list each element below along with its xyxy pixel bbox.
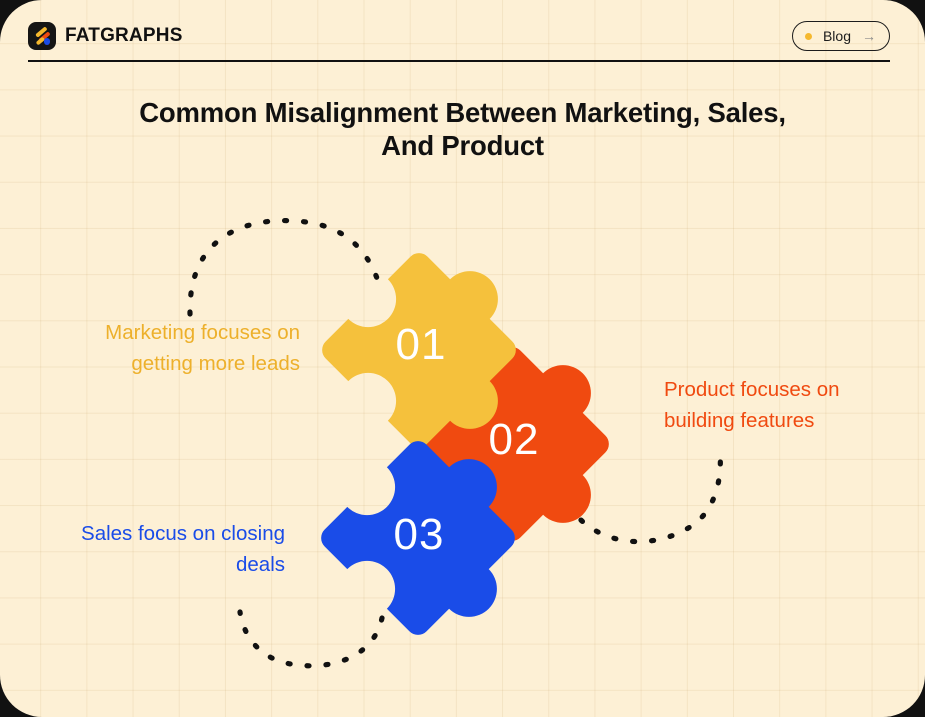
brand: FATGRAPHS — [28, 22, 183, 50]
blog-button-label: Blog — [822, 28, 851, 44]
caption-sales: Sales focus on closing deals — [81, 522, 285, 577]
caption-product: Product focuses on building features — [664, 378, 840, 433]
brand-name: FATGRAPHS — [65, 25, 183, 46]
blog-button[interactable]: Blog → — [791, 21, 890, 51]
blog-status-dot-icon — [804, 32, 812, 40]
puzzle-piece-03[interactable]: 03 — [321, 441, 515, 635]
page-title: Common Misalignment Between Marketing, S… — [139, 97, 786, 161]
header-divider — [28, 60, 890, 63]
caption-marketing: Marketing focuses on getting more leads — [105, 321, 300, 376]
puzzle-piece-01[interactable]: 01 — [322, 253, 516, 447]
arrow-right-icon: → — [862, 28, 876, 44]
fatgraphs-logo-icon — [28, 22, 56, 50]
page-header: FATGRAPHS Blog → — [28, 16, 890, 56]
logo-dot — [43, 38, 50, 45]
